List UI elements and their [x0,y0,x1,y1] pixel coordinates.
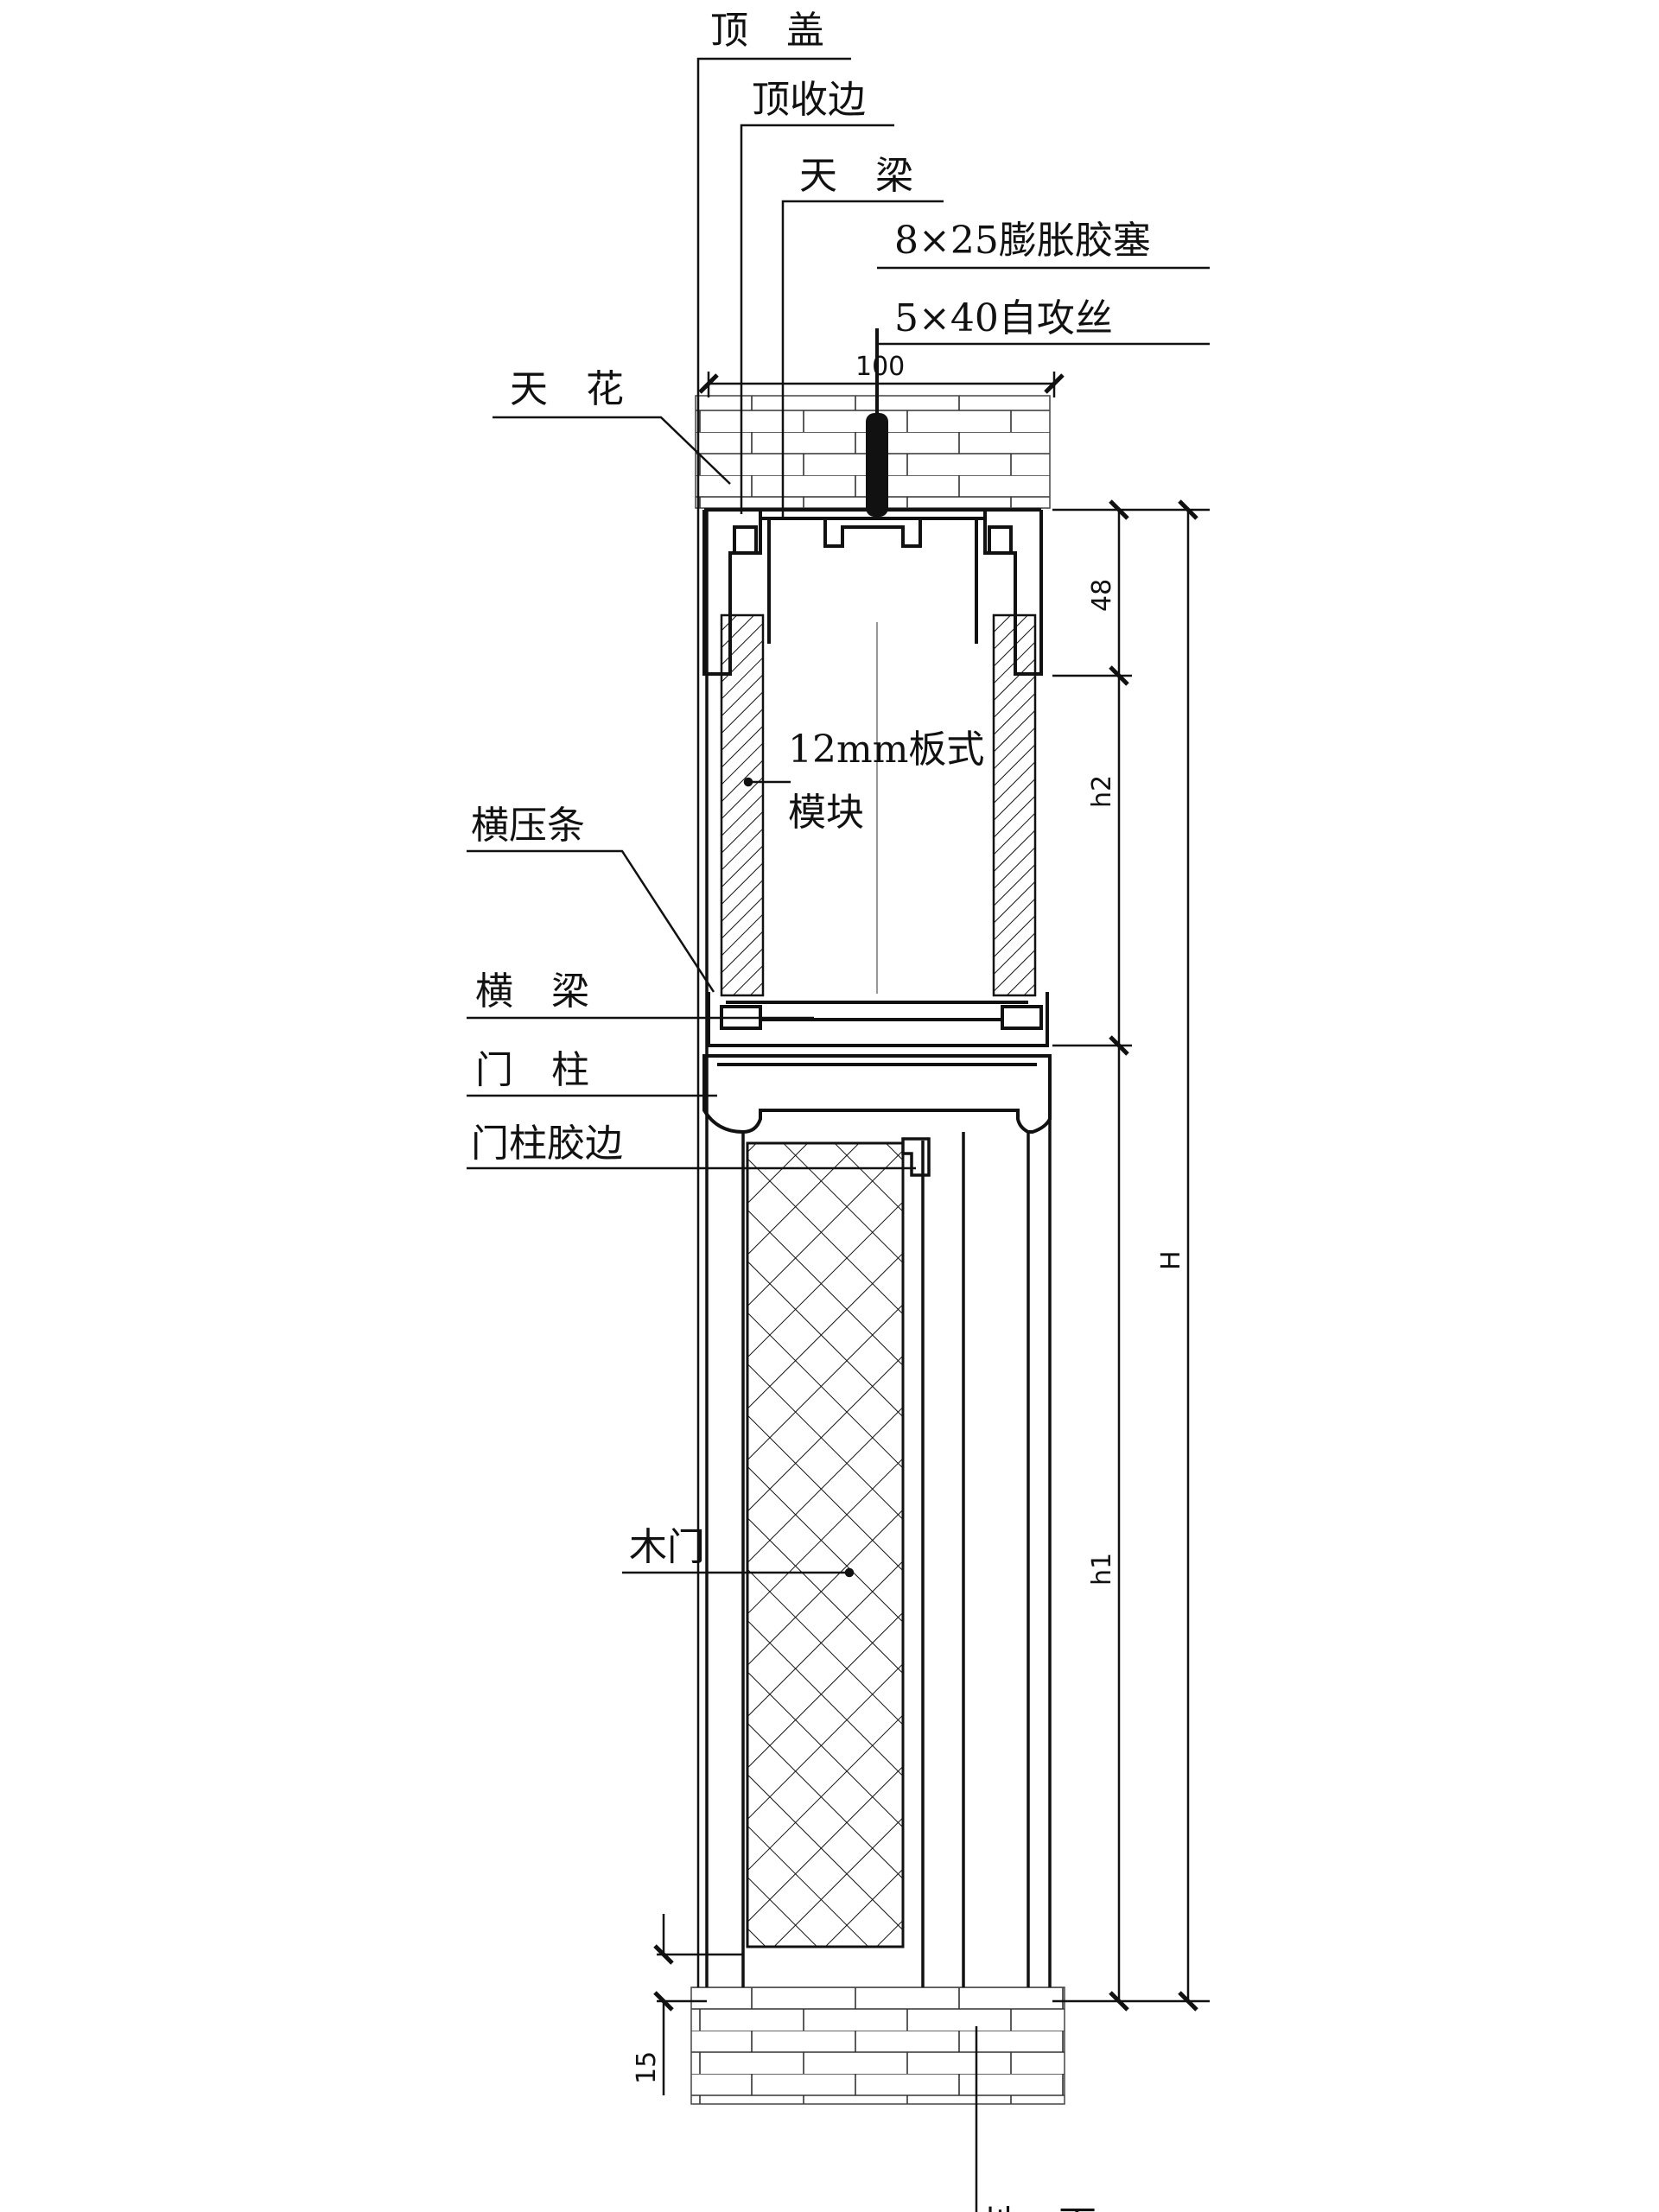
jamb-lines [705,510,1052,1987]
label-panel-line1: 12mm板式 [788,728,984,772]
label-anchor: 8×25膨胀胶塞 [894,219,1151,263]
dim-total-height: H [1156,1250,1186,1270]
door-post-head [702,1054,1052,1135]
wood-door-leaf [746,1141,905,1948]
label-top-trim: 顶收边 [752,78,866,122]
panel-module [720,613,1037,997]
label-door-post: 门 柱 [475,1048,589,1092]
label-top-cover: 顶 盖 [710,9,824,53]
leader-lines [467,57,1210,2212]
floor-masonry [690,1986,1065,2105]
label-panel-line2: 模块 [788,791,864,835]
label-h-beam: 横 梁 [475,969,589,1014]
anchor-bolt [866,328,888,517]
post-gasket [901,1137,931,1177]
dim-top: 48 [1087,579,1117,612]
label-wood-door: 木门 [629,1525,705,1569]
label-h-press-strip: 横压条 [471,804,585,848]
label-floor: 地 面 [982,2203,1096,2212]
label-screw: 5×40自攻丝 [894,296,1113,340]
label-top-beam: 天 梁 [799,154,913,198]
dim-h2: h2 [1087,775,1117,808]
dimension-lines [653,372,1210,2095]
label-post-gasket: 门柱胶边 [471,1122,623,1166]
dim-width: 100 [855,352,905,382]
label-ceiling: 天 花 [510,367,624,411]
top-beam-profile [702,508,1043,676]
dim-h1: h1 [1087,1553,1117,1586]
dim-gap: 15 [632,2051,662,2084]
